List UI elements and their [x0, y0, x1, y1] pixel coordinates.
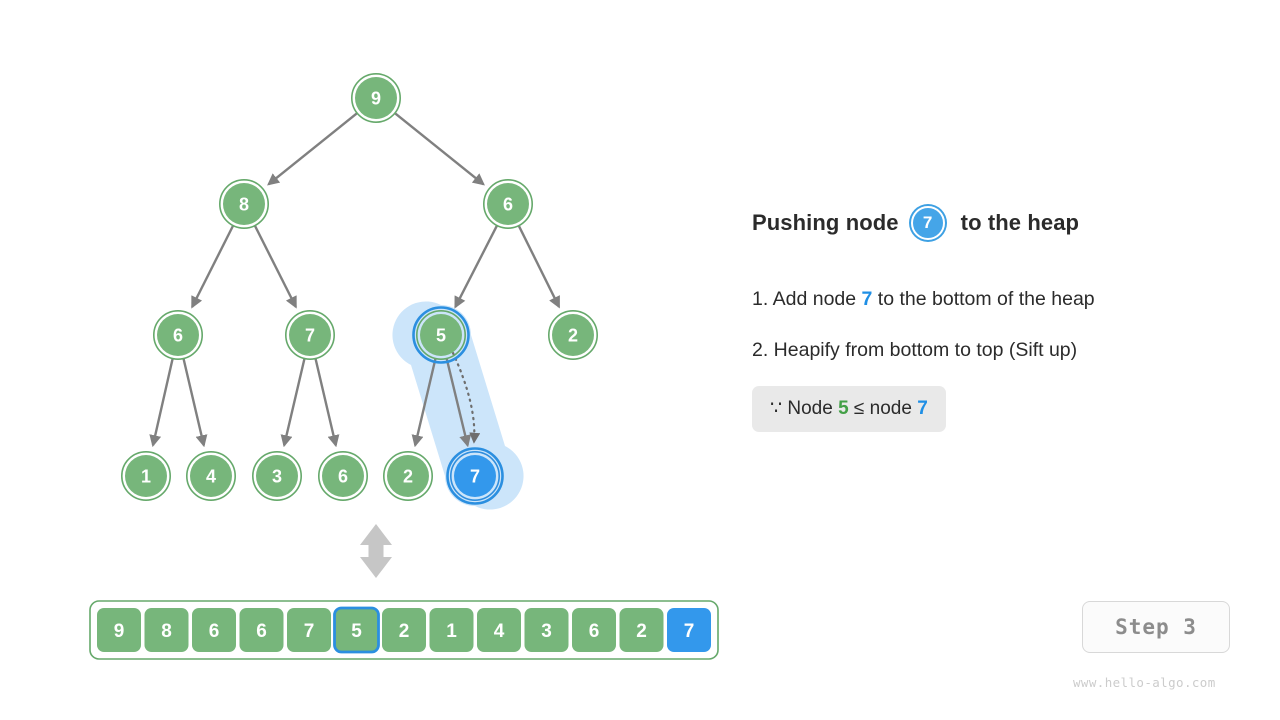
tree-node-value: 8	[239, 195, 249, 215]
array-cell: 4	[477, 608, 521, 652]
array-cell: 7	[667, 608, 711, 652]
heap-visualization: 9 8 6 6 7 5 2 1 4 3 6 2 7 9 8 6 6 7 5 2 1 4 3 6 2 7	[89, 73, 719, 660]
array-cell: 6	[239, 608, 284, 652]
tree-node: 1	[121, 450, 172, 501]
array-cell: 9	[97, 608, 141, 652]
panel-title-suffix: to the heap	[960, 210, 1080, 235]
tree-node-value: 2	[403, 467, 413, 487]
tree-node-value: 7	[305, 326, 315, 346]
note-middle: ≤ node	[848, 398, 918, 419]
tree-node: 7	[446, 447, 504, 505]
step-1-suffix: to the bottom of the heap	[872, 288, 1095, 310]
tree-node-value: 6	[503, 195, 513, 215]
array-cell: 2	[619, 608, 664, 652]
tree-edge	[149, 358, 174, 448]
array-cell: 6	[572, 608, 616, 652]
tree-node: 6	[482, 179, 533, 230]
array-cell: 8	[144, 608, 189, 652]
note-prefix: Node	[782, 398, 839, 419]
panel-title: Pushing node 7 to the heap	[752, 206, 1252, 240]
because-symbol: ∵	[770, 398, 783, 419]
tree-node: 5	[412, 306, 470, 364]
note-green-value: 5	[838, 398, 849, 419]
tree-edge	[267, 112, 358, 186]
array-cell-value: 5	[351, 621, 362, 642]
array-cell-value: 2	[399, 621, 410, 642]
sift-up-dotted-arrow	[451, 351, 481, 444]
comparison-note: ∵ Node 5 ≤ node 7	[752, 386, 946, 432]
tree-node: 7	[284, 309, 335, 360]
array-cell-value: 2	[636, 621, 647, 642]
array-cell-value: 4	[494, 621, 505, 642]
tree-edge	[280, 358, 306, 448]
array-cell-value: 6	[209, 621, 220, 642]
array-cell-value: 6	[589, 621, 600, 642]
tree-edge	[253, 225, 297, 309]
tree-node-value: 6	[338, 467, 348, 487]
tree-nodes: 9 8 6 6 7 5 2 1 4 3 6 2 7	[121, 73, 598, 505]
tree-node-value: 2	[568, 326, 578, 346]
array-cell-value: 6	[256, 621, 267, 642]
step-indicator: Step 3	[1082, 601, 1230, 653]
tree-node: 2	[547, 309, 598, 360]
array-cell-value: 8	[161, 621, 172, 642]
array-cell-value: 9	[114, 621, 125, 642]
panel-title-node-badge: 7	[910, 206, 945, 240]
tree-edge	[314, 358, 340, 448]
instruction-step-1: 1. Add node 7 to the bottom of the heap	[752, 288, 1252, 311]
tree-node: 4	[186, 450, 237, 501]
tree-edges	[149, 112, 561, 448]
tree-array-sync-arrow	[360, 524, 392, 578]
tree-node-value: 5	[436, 326, 446, 346]
tree-node: 2	[382, 450, 433, 501]
tree-node-value: 3	[272, 467, 282, 487]
tree-node-value: 7	[470, 467, 480, 487]
tree-node: 3	[252, 450, 303, 501]
tree-edge	[191, 225, 235, 309]
tree-node-value: 4	[206, 467, 216, 487]
tree-node: 6	[317, 450, 368, 501]
array-cell-value: 3	[541, 621, 552, 642]
heap-tree-svg: 9 8 6 6 7 5 2 1 4 3 6 2 7 9 8 6 6 7 5 2 1 4 3 6 2 7	[89, 73, 719, 660]
array-cell: 2	[382, 608, 426, 652]
step-1-prefix: 1. Add node	[752, 288, 862, 310]
array-cell-value: 7	[304, 621, 315, 642]
tree-edge	[182, 358, 208, 448]
array-cell-value: 7	[684, 621, 695, 642]
tree-edge	[394, 112, 485, 186]
tree-edge	[411, 358, 437, 448]
array-cell: 3	[524, 608, 569, 652]
info-panel: Pushing node 7 to the heap 1. Add node 7…	[752, 206, 1252, 432]
array-cell: 5	[333, 606, 380, 654]
sift-up-hint-arrow	[451, 351, 481, 444]
array-cell: 7	[287, 608, 331, 652]
array-cell: 6	[192, 608, 236, 652]
tree-node: 6	[153, 309, 204, 360]
tree-edge	[517, 225, 561, 309]
watermark: www.hello-algo.com	[1073, 675, 1216, 690]
tree-node: 8	[219, 179, 270, 230]
array-container	[89, 600, 719, 660]
array-cell: 1	[429, 608, 474, 652]
array-cell-value: 1	[446, 621, 457, 642]
instruction-step-2: 2. Heapify from bottom to top (Sift up)	[752, 339, 1252, 362]
tree-edge	[454, 225, 498, 309]
note-blue-value: 7	[917, 398, 928, 419]
heap-array-representation: 9 8 6 6 7 5 2 1 4 3 6 2 7	[89, 600, 719, 660]
tree-edge	[445, 358, 472, 448]
panel-title-prefix: Pushing node	[752, 210, 899, 235]
tree-node: 9	[350, 73, 401, 124]
step-2-prefix: 2. Heapify from bottom to top (Sift up)	[752, 339, 1078, 361]
tree-node-value: 1	[141, 467, 151, 487]
step-1-value: 7	[861, 288, 873, 310]
tree-node-value: 9	[371, 89, 381, 109]
tree-node-value: 6	[173, 326, 183, 346]
